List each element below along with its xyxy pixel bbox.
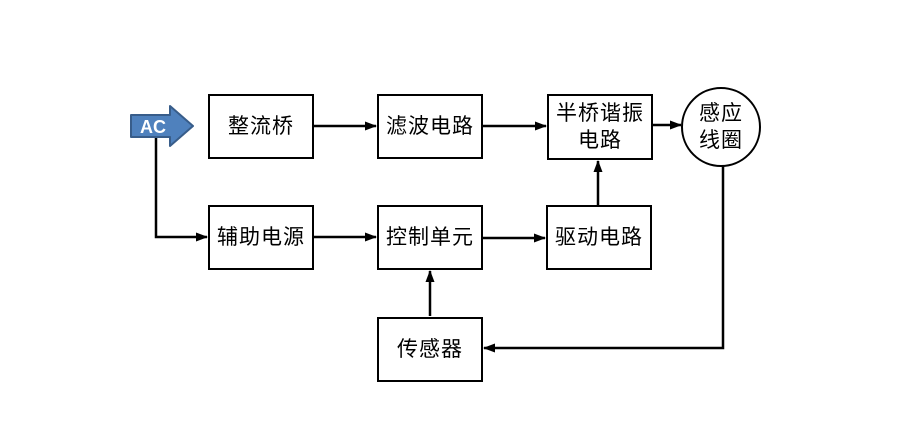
node-half-bridge-label-line2: 电路 xyxy=(578,128,622,152)
node-coil: 感应 线圈 xyxy=(681,87,761,167)
node-rectifier: 整流桥 xyxy=(208,94,314,159)
node-half-bridge-label-line1: 半桥谐振 xyxy=(556,100,644,125)
ac-arrow-label: AC xyxy=(140,117,166,137)
ac-arrow-shape xyxy=(130,105,194,147)
node-filter-label: 滤波电路 xyxy=(386,113,474,138)
node-driver: 驱动电路 xyxy=(546,205,652,270)
node-sensor-label: 传感器 xyxy=(397,336,463,361)
node-coil-label-line1: 感应 xyxy=(699,100,743,125)
node-aux-power: 辅助电源 xyxy=(208,205,314,270)
node-driver-label: 驱动电路 xyxy=(555,224,643,249)
node-rectifier-label: 整流桥 xyxy=(228,113,294,138)
node-control-unit: 控制单元 xyxy=(377,205,483,270)
node-aux-power-label: 辅助电源 xyxy=(217,224,305,249)
ac-input-arrow: AC xyxy=(130,105,194,147)
node-filter: 滤波电路 xyxy=(377,94,483,159)
node-coil-label-line2: 线圈 xyxy=(699,128,743,152)
node-half-bridge: 半桥谐振 电路 xyxy=(547,94,653,160)
node-sensor: 传感器 xyxy=(377,317,483,382)
node-control-unit-label: 控制单元 xyxy=(386,224,474,249)
edge-ac-auxpower xyxy=(154,138,208,242)
